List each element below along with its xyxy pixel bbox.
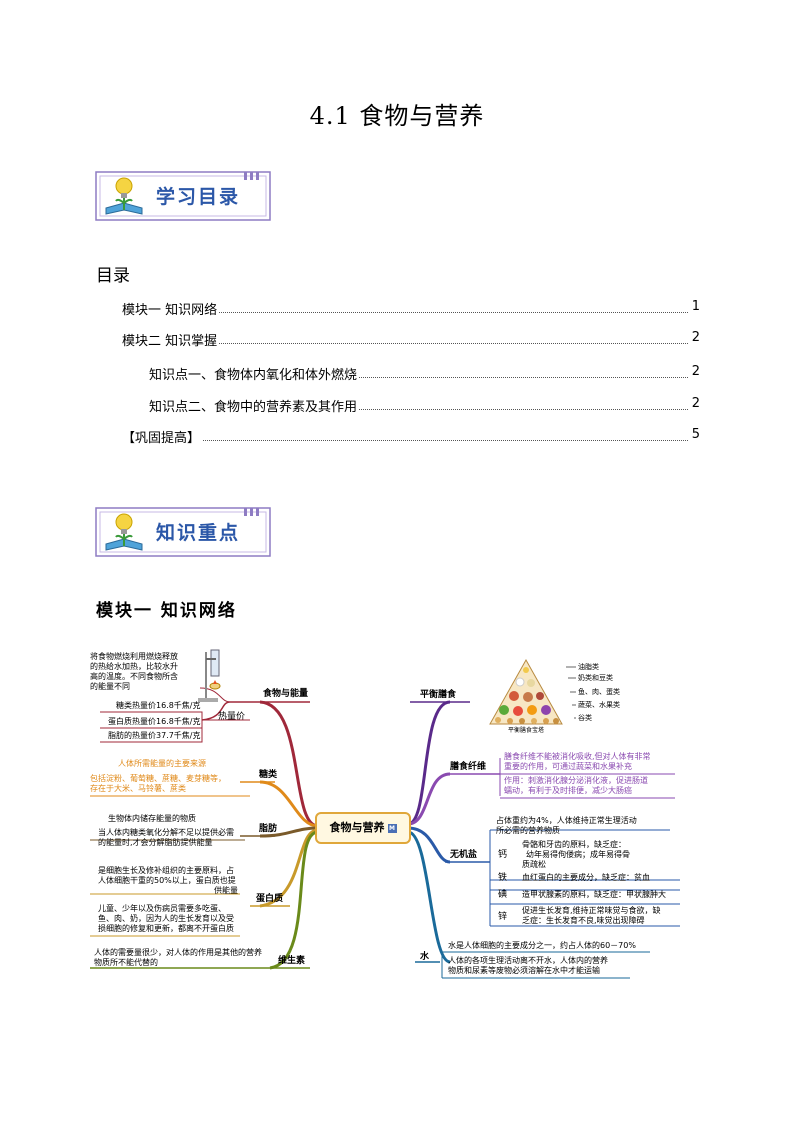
toc-item[interactable]: 知识点二、食物中的营养素及其作用 2 — [0, 396, 794, 416]
mineral-zinc: 锌 — [498, 912, 508, 922]
toc-item-label: 知识点一、食物体内氧化和体外燃烧 — [149, 364, 360, 383]
fiber-line: 膳食纤维不能被消化吸收,但对人体有非常 — [504, 752, 651, 761]
mineral-calcium: 钙 — [498, 850, 508, 860]
toc-item-page: 1 — [691, 299, 700, 314]
mineral-desc: 促进生长发育,维持正常味觉与食欲，缺 — [522, 906, 661, 915]
fiber-line: 重要的作用，可通过蔬菜和水果补充 — [504, 762, 632, 771]
fat-line: 当人体内糖类氧化分解不足以提供必需 — [98, 828, 234, 837]
energy-note: 高的温度。不同食物所含 — [90, 672, 178, 681]
node-food-energy: 食物与能量 — [263, 689, 309, 699]
page-title: 4.1 食物与营养 — [309, 102, 485, 130]
toc-item-label: 模块二 知识掌握 — [122, 330, 220, 349]
banner-title: 知识重点 — [156, 522, 241, 544]
energy-note: 的热给水加热，比较水升 — [90, 662, 178, 671]
mineral-desc: 乏症：生长发育不良,味觉出现障碍 — [522, 916, 645, 925]
heat-value-item: 蛋白质热量价16.8千焦/克 — [108, 717, 201, 726]
toc-item-page: 2 — [691, 330, 700, 345]
protein-line: 供能量 — [214, 886, 238, 895]
node-sugar: 糖类 — [259, 770, 278, 780]
sugar-line: 存在于大米、马铃薯、蔗类 — [90, 784, 186, 793]
burning-experiment-icon — [198, 649, 221, 702]
protein-line: 人体细胞干重的50%以上，蛋白质也提 — [98, 876, 236, 885]
sugar-line: 包括淀粉、葡萄糖、蔗糖、麦芽糖等， — [90, 774, 226, 783]
pyramid-level: 鱼、肉、蛋类 — [578, 688, 620, 696]
protein-line: 是细胞生长及修补组织的主要原料，占 — [98, 866, 234, 875]
water-line: 人体的各项生理活动离不开水，人体内的营养 — [448, 956, 608, 965]
toc-item-page: 2 — [691, 396, 700, 411]
heat-value-item: 糖类热量价16.8千焦/克 — [116, 701, 201, 710]
section-banner-key-points: 知识重点 — [94, 506, 272, 558]
water-line: 水是人体细胞的主要成分之一，约占人体的60－70% — [448, 941, 636, 950]
fat-line: 生物体内储存能量的物质 — [108, 814, 196, 823]
mineral-intro: 所必需的营养物质 — [496, 826, 560, 835]
toc-item[interactable]: 【巩固提高】 5 — [0, 427, 794, 447]
energy-note: 的能量不同 — [90, 682, 130, 691]
banner-title: 学习目录 — [156, 186, 241, 208]
vitamin-line: 物质所不能代替的 — [94, 958, 158, 967]
toc-item-label: 【巩固提高】 — [122, 427, 203, 446]
water-line: 物质和尿素等废物必须溶解在水中才能运输 — [448, 966, 600, 975]
toc-heading: 目录 — [96, 266, 130, 286]
sugar-line: 人体所需能量的主要来源 — [118, 759, 206, 768]
toc-item-label: 知识点二、食物中的营养素及其作用 — [149, 396, 360, 415]
food-pyramid-icon — [489, 658, 576, 725]
mineral-iodine: 碘 — [498, 890, 508, 900]
fat-line: 的能量时,才会分解脂肪提供能量 — [98, 838, 213, 847]
lightbulb-book-icon — [105, 513, 143, 551]
mineral-desc: 骨骼和牙齿的原料，缺乏症： — [522, 840, 626, 849]
mineral-intro: 占体重约为4%，人体维持正常生理活动 — [496, 816, 637, 825]
pyramid-level: 油脂类 — [578, 663, 599, 671]
heat-value-item: 脂肪的热量价37.7千焦/克 — [108, 731, 201, 740]
energy-note: 将食物燃烧利用燃烧释放 — [90, 652, 178, 661]
banner-frame — [95, 171, 271, 221]
pyramid-level: 蔬菜、水果类 — [578, 701, 620, 709]
protein-line: 儿童、少年以及伤病员需要多吃蛋、 — [98, 904, 226, 913]
fiber-line: 蠕动，有利于及时排便，减少大肠癌 — [504, 786, 632, 795]
toc-item[interactable]: 模块二 知识掌握 2 — [0, 330, 794, 350]
toc-item[interactable]: 知识点一、食物体内氧化和体外燃烧 2 — [0, 364, 794, 384]
mineral-desc: 质疏松 — [522, 860, 546, 869]
toc-item-label: 模块一 知识网络 — [122, 299, 220, 318]
pyramid-caption: 平衡膳食宝塔 — [508, 727, 545, 734]
node-dietary-fiber: 膳食纤维 — [450, 762, 487, 772]
node-vitamin: 维生素 — [278, 956, 306, 966]
mindmap-icon: M — [387, 823, 397, 833]
toc-item-page: 5 — [691, 427, 700, 442]
mineral-desc: 幼年易得佝偻病；成年易得骨 — [526, 850, 630, 859]
vitamin-line: 人体的需要量很少，对人体的作用是其他的营养 — [94, 948, 262, 957]
pyramid-level: 奶类和豆类 — [578, 674, 613, 682]
pyramid-level: 谷类 — [578, 714, 592, 722]
node-fat: 脂肪 — [259, 824, 278, 834]
protein-line: 鱼、肉、奶，因为人的生长发育以及受 — [98, 914, 234, 923]
node-water: 水 — [420, 952, 430, 962]
protein-line: 损细胞的修复和更新，都离不开蛋白质 — [98, 924, 234, 933]
mineral-iron: 铁 — [498, 873, 508, 883]
module-heading: 模块一 知识网络 — [96, 601, 237, 621]
toc-item[interactable]: 模块一 知识网络 1 — [0, 299, 794, 319]
center-label: 食物与营养 — [329, 821, 385, 834]
toc-item-page: 2 — [691, 364, 700, 379]
node-balanced-diet: 平衡膳食 — [420, 690, 457, 700]
mind-map-branches — [90, 649, 680, 979]
lightbulb-book-icon — [105, 177, 143, 215]
section-banner-study-toc: 学习目录 — [94, 170, 272, 222]
mineral-desc: 血红蛋白的主要成分，缺乏症：贫血 — [522, 873, 650, 882]
node-protein: 蛋白质 — [256, 894, 284, 904]
node-minerals: 无机盐 — [450, 850, 478, 860]
banner-frame — [95, 507, 271, 557]
fiber-line: 作用：刺激消化腺分泌消化液，促进肠道 — [504, 776, 648, 785]
mineral-desc: 造甲状腺素的原料，缺乏症：甲状腺肿大 — [522, 890, 666, 899]
heat-value-label: 热量价 — [218, 712, 246, 722]
